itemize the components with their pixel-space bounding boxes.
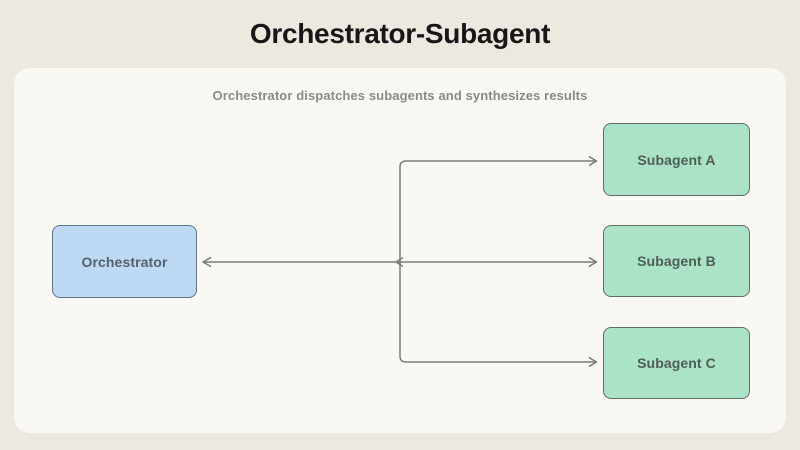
- node-subagent-a-label: Subagent A: [637, 151, 716, 168]
- node-subagent-b-label: Subagent B: [637, 253, 716, 269]
- node-subagent-a: Subagent A: [603, 123, 750, 196]
- diagram-subtitle: Orchestrator dispatches subagents and sy…: [212, 88, 588, 103]
- node-subagent-c: Subagent C: [603, 327, 750, 399]
- node-orchestrator: Orchestrator: [52, 225, 197, 298]
- node-orchestrator-label: Orchestrator: [81, 253, 168, 270]
- node-subagent-b: Subagent B: [603, 225, 750, 297]
- node-subagent-c-label: Subagent C: [637, 355, 716, 371]
- page-title: Orchestrator-Subagent: [249, 18, 551, 49]
